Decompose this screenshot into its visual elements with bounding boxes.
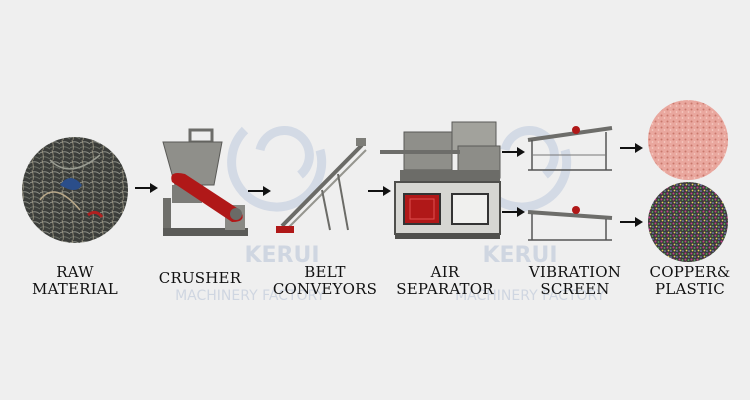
watermark-subtitle-left: MACHINERY FACTORY xyxy=(175,288,325,304)
label-copper-plastic: COPPER& PLASTIC xyxy=(649,263,731,298)
copper-output-image xyxy=(648,100,728,180)
watermark-brand-left: KERUI xyxy=(244,243,319,268)
vibration-screen-bottom xyxy=(527,206,613,241)
watermark-logo-left xyxy=(227,125,327,212)
vibration-screen-top xyxy=(527,126,613,171)
watermark-brand-right: KERUI xyxy=(482,243,557,268)
crusher-machine xyxy=(162,128,248,236)
label-vibration-screen: VIBRATION SCREEN xyxy=(528,263,622,298)
label-belt-conveyors: BELT CONVEYORS xyxy=(272,263,378,298)
flow-arrows xyxy=(135,143,643,227)
label-crusher: CRUSHER xyxy=(158,269,242,287)
label-raw-material: RAW MATERIAL xyxy=(32,263,118,298)
plastic-output-image xyxy=(648,182,728,262)
belt-conveyor-machine xyxy=(276,138,367,233)
raw-material-image xyxy=(22,137,128,243)
air-separator-machine xyxy=(380,121,501,239)
label-air-separator: AIR SEPARATOR xyxy=(396,263,494,298)
watermark-subtitle-right: MACHINERY FACTORY xyxy=(455,288,605,304)
